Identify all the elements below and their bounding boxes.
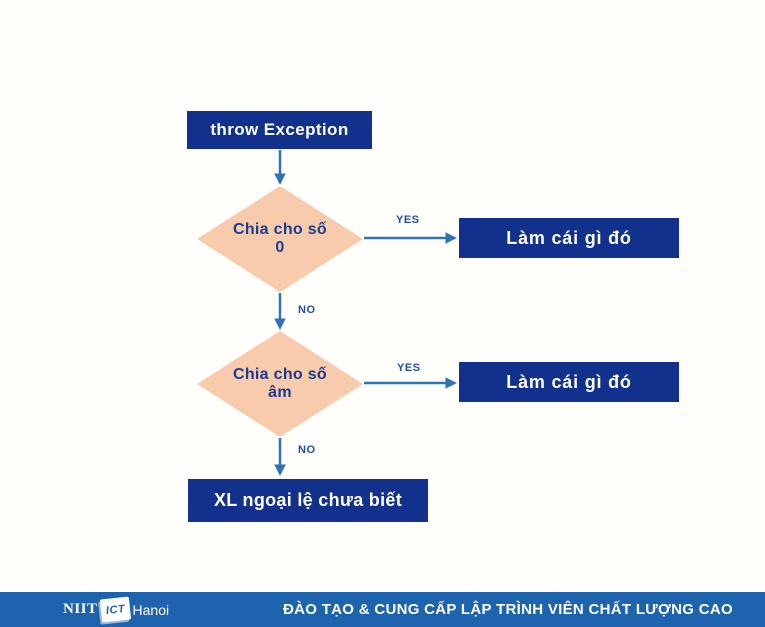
logo-niit-text: NIIT xyxy=(63,601,98,617)
decision2-label-line2: âm xyxy=(268,384,292,401)
arrow-start-to-decision1 xyxy=(274,150,286,185)
branch-label-no-2: NO xyxy=(298,444,316,456)
branch-label-yes-2: YES xyxy=(397,362,421,374)
decision1-label-line2: 0 xyxy=(275,239,285,256)
start-node-throw-exception: throw Exception xyxy=(187,111,372,149)
action-node-do-something-2: Làm cái gì đó xyxy=(459,362,679,402)
footer-bar: NIIT ICT Hanoi ĐÀO TẠO & CUNG CẤP LẬP TR… xyxy=(0,592,765,627)
end-node-handle-unknown-exception: XL ngoại lệ chưa biết xyxy=(188,479,428,522)
arrow-decision1-no-to-decision2 xyxy=(274,293,286,330)
ict-logo-text: ICT xyxy=(104,602,126,617)
action-node-do-something-1: Làm cái gì đó xyxy=(459,218,679,258)
arrow-decision1-yes-to-action1 xyxy=(364,232,457,244)
decision-node-divide-by-zero: Chia cho số 0 xyxy=(197,186,363,292)
decision-node-label: Chia cho số âm xyxy=(233,366,327,403)
decision2-label-line1: Chia cho số xyxy=(233,365,327,383)
ict-logo-icon: ICT xyxy=(99,596,131,623)
arrow-decision2-yes-to-action2 xyxy=(364,377,457,389)
decision-node-label: Chia cho số 0 xyxy=(233,221,327,258)
niit-hanoi-logo: NIIT ICT Hanoi xyxy=(63,592,169,627)
logo-hanoi-text: Hanoi xyxy=(132,601,170,618)
branch-label-no-1: NO xyxy=(298,304,316,316)
branch-label-yes-1: YES xyxy=(396,214,420,226)
arrow-decision2-no-to-end xyxy=(274,438,286,476)
decision1-label-line1: Chia cho số xyxy=(233,220,327,238)
footer-tagline: ĐÀO TẠO & CUNG CẤP LẬP TRÌNH VIÊN CHẤT L… xyxy=(283,601,733,618)
decision-node-divide-by-negative: Chia cho số âm xyxy=(197,331,363,437)
